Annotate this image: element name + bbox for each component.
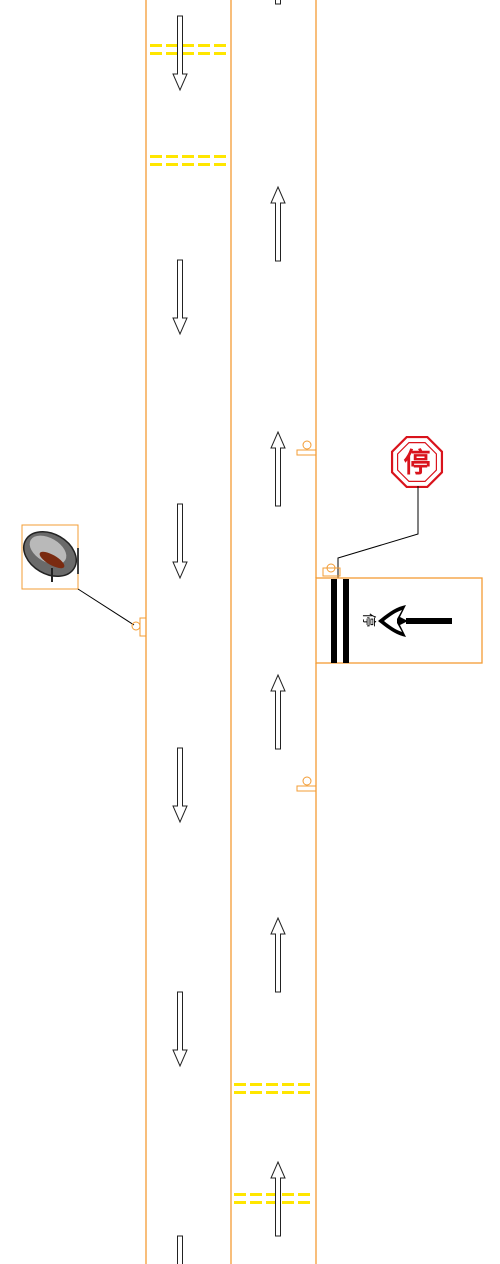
yellow-dash [250, 1083, 262, 1086]
yellow-dash [298, 1201, 310, 1204]
yellow-dash [250, 1201, 262, 1204]
yellow-dash [266, 1083, 278, 1086]
yellow-dash [166, 163, 178, 166]
up-arrows-right-lane [270, 0, 286, 1237]
stop-bar-right [343, 579, 349, 663]
yellow-marking-left-top [150, 44, 226, 55]
delineator-post-icon [296, 776, 317, 792]
yellow-dash [298, 1083, 310, 1086]
yellow-dash [198, 163, 210, 166]
yellow-dash [250, 1091, 262, 1094]
up-arrow-icon [270, 673, 286, 750]
yellow-dash [282, 1201, 294, 1204]
down-arrow-icon [172, 747, 188, 824]
yellow-dash [182, 44, 194, 47]
down-arrow-icon [172, 503, 188, 580]
yellow-dash [266, 1201, 278, 1204]
yellow-dash [234, 1193, 246, 1196]
yellow-dash [282, 1083, 294, 1086]
up-arrow-icon [270, 1160, 286, 1237]
up-arrow-icon [270, 430, 286, 507]
down-arrow-icon [177, 1235, 183, 1264]
stop-sign-inner-border [397, 442, 437, 482]
yellow-dash [150, 155, 162, 158]
intersection-arrow-icon [378, 605, 452, 637]
yellow-marking-left-mid [150, 155, 226, 166]
stop-sign-post-icon [322, 563, 341, 577]
delineator-post-icon [296, 440, 317, 456]
stop-sign-leader-line [337, 486, 419, 578]
stop-sign-border [390, 435, 444, 489]
yellow-dash [234, 1201, 246, 1204]
yellow-dash [182, 163, 194, 166]
down-arrows-left-lane [172, 15, 188, 1264]
yellow-dash [150, 163, 162, 166]
yellow-dash [198, 52, 210, 55]
yellow-lane-markings [150, 44, 310, 1204]
stop-sign-icon: 停 [390, 435, 444, 489]
yellow-marking-right-bottom [234, 1193, 310, 1204]
yellow-dash [198, 155, 210, 158]
yellow-dash [166, 52, 178, 55]
yellow-dash [182, 155, 194, 158]
stop-bar-left [331, 579, 337, 663]
yellow-dash [182, 52, 194, 55]
down-arrow-icon [172, 15, 188, 92]
road-lane-lines [145, 0, 317, 1264]
yellow-dash [166, 155, 178, 158]
yellow-dash [282, 1091, 294, 1094]
stop-sign-text: 停 [404, 447, 431, 479]
yellow-dash [282, 1193, 294, 1196]
yellow-dash [198, 44, 210, 47]
yellow-dash [214, 163, 226, 166]
yellow-dash [234, 1083, 246, 1086]
yellow-dash [250, 1193, 262, 1196]
yellow-dash [214, 52, 226, 55]
mirror-leader-line [77, 588, 135, 626]
yellow-dash [266, 1091, 278, 1094]
convex-mirror-icon [21, 524, 79, 590]
yellow-dash [150, 52, 162, 55]
up-arrow-icon [270, 185, 286, 262]
up-arrow-icon [270, 916, 286, 993]
yellow-dash [150, 44, 162, 47]
yellow-dash [166, 44, 178, 47]
yellow-dash [214, 44, 226, 47]
yellow-dash [298, 1091, 310, 1094]
yellow-dash [214, 155, 226, 158]
yellow-dash [234, 1091, 246, 1094]
side-road-junction: 停 [315, 577, 483, 664]
yellow-marking-right-lower [234, 1083, 310, 1094]
down-arrow-icon [172, 991, 188, 1068]
pavement-stop-text: 停 [360, 613, 377, 627]
yellow-dash [266, 1193, 278, 1196]
up-arrow-icon [275, 0, 281, 5]
down-arrow-icon [172, 259, 188, 336]
mirror-post-icon [131, 617, 147, 637]
yellow-dash [298, 1193, 310, 1196]
